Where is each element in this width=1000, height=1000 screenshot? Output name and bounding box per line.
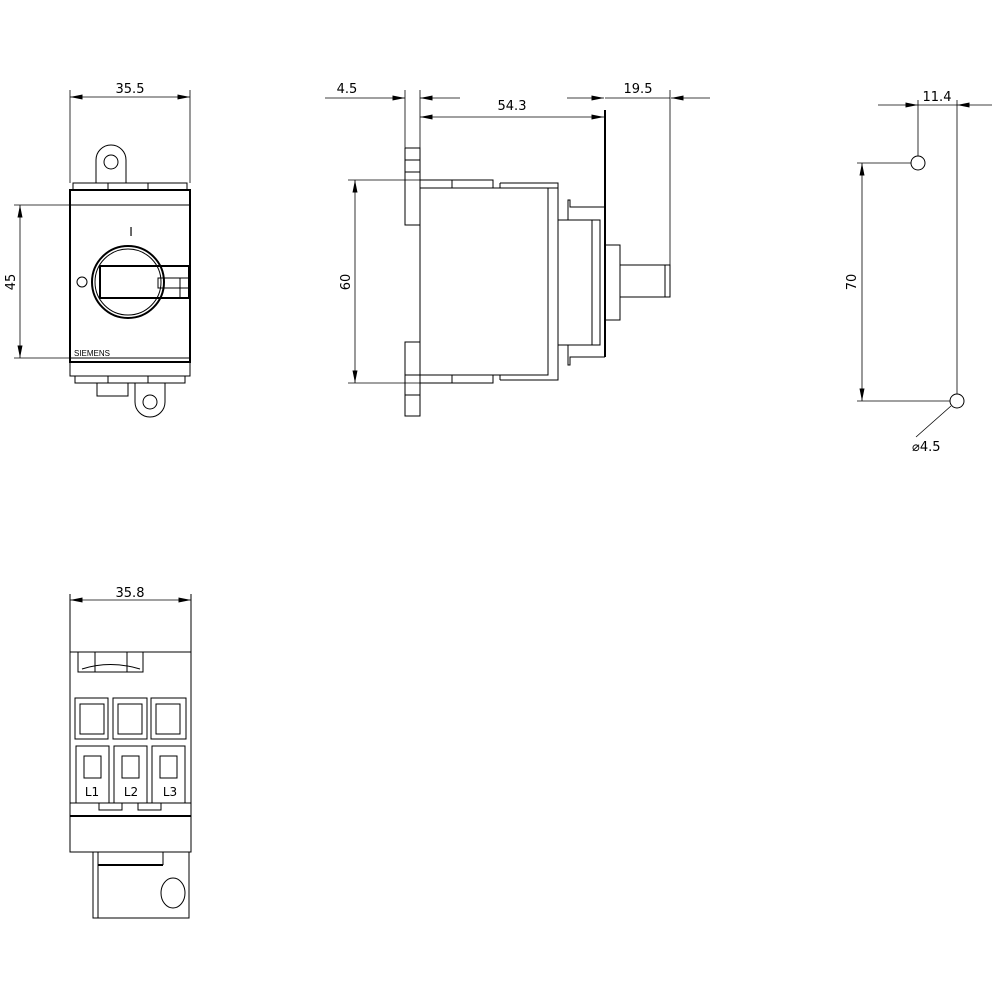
top-ear-hole — [103, 154, 119, 170]
terminal-L1: L1 — [75, 745, 110, 804]
drill-hole-top — [910, 155, 926, 171]
dim-vertical: 70 — [845, 274, 860, 291]
drill-view: 11.4 70 ⌀4.5 — [845, 90, 992, 455]
dim-hole: ⌀4.5 — [912, 440, 941, 455]
dim-bottom-width: 35.8 — [116, 586, 145, 601]
svg-text:L1: L1 — [85, 785, 99, 799]
dim-width: 35.5 — [116, 82, 145, 97]
terminal-L3: L3 — [151, 745, 186, 804]
bottom-ear-hole — [142, 394, 158, 410]
svg-text:L3: L3 — [163, 785, 177, 799]
switch-body — [69, 189, 191, 363]
bottom-view: 35.8 L1 L2 L3 — [69, 586, 192, 919]
dim-depth: 54.3 — [498, 99, 527, 114]
top-mounting-ear — [95, 144, 127, 183]
side-view: 4.5 54.3 19.5 60 — [325, 82, 710, 417]
dim-height: 45 — [4, 274, 19, 291]
front-view: 35.5 45 I SIEMENS — [4, 82, 191, 418]
on-mark: I — [129, 225, 133, 239]
bottom-mount-hole — [160, 877, 186, 909]
bottom-mounting-ear — [134, 383, 166, 418]
svg-text:L2: L2 — [124, 785, 138, 799]
front-flange — [558, 199, 605, 366]
shaft — [619, 264, 671, 298]
knob-handle — [99, 265, 190, 299]
dim-side-height: 60 — [339, 274, 354, 291]
drill-hole-bottom — [949, 393, 965, 409]
rotary-knob — [91, 245, 165, 319]
dim-rail: 4.5 — [337, 82, 358, 97]
dim-horizontal: 11.4 — [923, 90, 952, 105]
terminal-L2: L2 — [113, 745, 148, 804]
din-rail-clip — [404, 147, 421, 417]
brand-label: SIEMENS — [74, 349, 110, 358]
off-mark-icon — [76, 276, 88, 288]
bottom-mount — [92, 851, 190, 919]
bottom-body — [69, 651, 192, 853]
side-body — [419, 187, 549, 376]
dim-shaft: 19.5 — [624, 82, 653, 97]
terminal-screws — [74, 697, 187, 740]
shaft-nut — [604, 244, 621, 321]
